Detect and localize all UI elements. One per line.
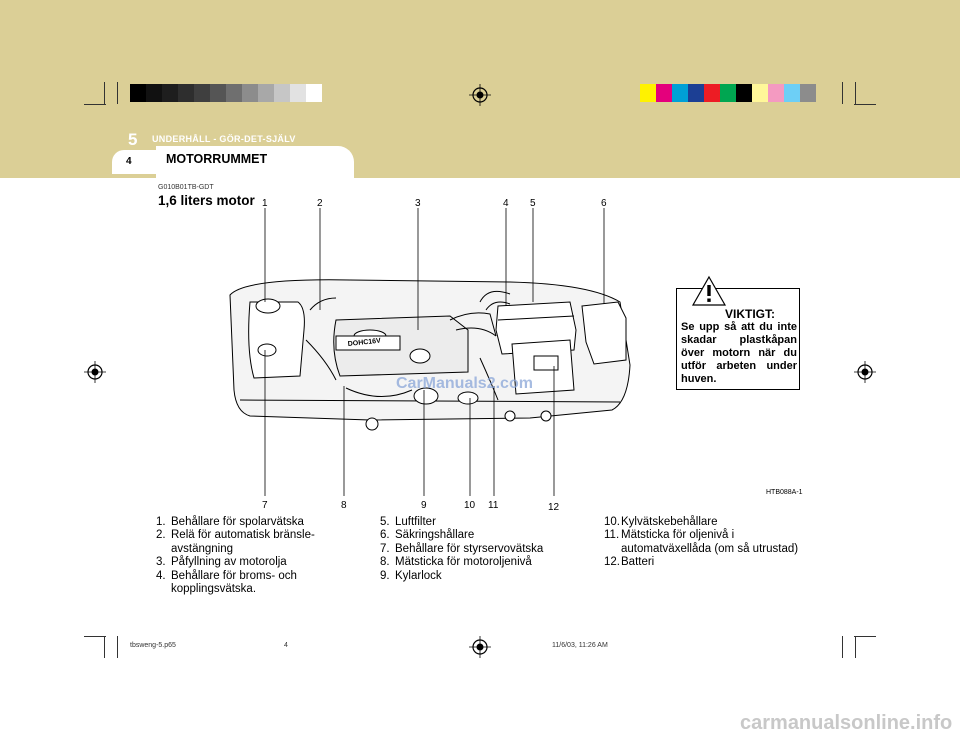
section-code: G010B01TB-GDT bbox=[158, 184, 214, 191]
callout-3: 3 bbox=[415, 198, 421, 209]
registration-mark-icon bbox=[84, 361, 106, 383]
callout-12: 12 bbox=[548, 502, 560, 513]
color-swatch bbox=[194, 84, 210, 102]
color-swatch bbox=[768, 84, 784, 102]
crop-mark bbox=[84, 636, 106, 637]
crop-mark bbox=[854, 636, 876, 637]
color-swatch bbox=[258, 84, 274, 102]
color-swatch bbox=[656, 84, 672, 102]
callout-10: 10 bbox=[464, 500, 476, 511]
chapter-title: UNDERHÅLL - GÖR-DET-SJÄLV bbox=[152, 134, 296, 144]
figure-code: HTB088A-1 bbox=[766, 489, 803, 496]
section-tab bbox=[156, 146, 354, 178]
parts-list-column-2: 5.Luftfilter 6.Säkringshållare 7.Behålla… bbox=[380, 516, 570, 583]
list-item: 10.Kylvätskebehållare bbox=[604, 516, 718, 528]
chapter-number: 5 bbox=[128, 130, 138, 149]
color-swatch bbox=[210, 84, 226, 102]
watermark: carmanualsonline.info bbox=[740, 712, 953, 734]
callout-7: 7 bbox=[262, 500, 268, 511]
page-tab bbox=[112, 150, 156, 174]
footer-date: 11/6/03, 11:26 AM bbox=[552, 642, 608, 649]
crop-mark bbox=[104, 82, 105, 104]
list-item: 12.Batteri bbox=[604, 556, 655, 569]
crop-mark bbox=[842, 82, 843, 104]
callout-8: 8 bbox=[341, 500, 347, 511]
warning-box: VIKTIGT: Se upp så att du inte skadar pl… bbox=[676, 275, 800, 390]
crop-mark bbox=[854, 104, 876, 105]
warning-title: VIKTIGT: bbox=[725, 307, 775, 321]
list-item: 2.Relä för automatisk bränsle-avstängnin… bbox=[156, 529, 315, 555]
parts-list-column-1: 1.Behållare för spolarvätska 2.Relä för … bbox=[156, 516, 361, 596]
color-swatch bbox=[672, 84, 688, 102]
watermark: CarManuals2.com bbox=[396, 375, 533, 392]
crop-mark bbox=[117, 82, 118, 104]
engine-cover-logo: DOHC16V bbox=[347, 338, 381, 348]
list-item: 3.Påfyllning av motorolja bbox=[156, 556, 287, 569]
color-swatch bbox=[784, 84, 800, 102]
callout-9: 9 bbox=[421, 500, 427, 511]
callout-5: 5 bbox=[530, 198, 536, 209]
engine-bay-illustration: DOHC16V 1 2 3 4 5 6 7 8 9 10 11 12 bbox=[229, 198, 631, 513]
color-calibration-bar bbox=[640, 84, 816, 102]
list-item: 8.Mätsticka för motoroljenivå bbox=[380, 556, 532, 569]
callout-4: 4 bbox=[503, 198, 509, 209]
page-number: 4 bbox=[126, 156, 132, 167]
crop-mark bbox=[855, 636, 856, 658]
color-swatch bbox=[162, 84, 178, 102]
registration-mark-icon bbox=[469, 84, 491, 106]
footer-filename: tbsweng-5.p65 bbox=[130, 642, 176, 649]
crop-mark bbox=[104, 636, 105, 658]
list-item: 4.Behållare för broms- och kopplingsväts… bbox=[156, 569, 297, 596]
registration-mark-icon bbox=[469, 636, 491, 658]
crop-mark bbox=[84, 104, 106, 105]
color-swatch bbox=[640, 84, 656, 102]
color-swatch bbox=[274, 84, 290, 102]
color-swatch bbox=[688, 84, 704, 102]
color-swatch bbox=[242, 84, 258, 102]
list-item: 7.Behållare för styrservovätska bbox=[380, 542, 544, 555]
footer-page: 4 bbox=[284, 642, 288, 649]
parts-list-column-3: 10.Kylvätskebehållare 11.Mätsticka för o… bbox=[604, 516, 804, 570]
color-swatch bbox=[704, 84, 720, 102]
color-swatch bbox=[226, 84, 242, 102]
callout-6: 6 bbox=[601, 198, 607, 209]
warning-triangle-icon bbox=[691, 275, 727, 306]
section-heading: 1,6 liters motor bbox=[158, 193, 255, 208]
callout-11: 11 bbox=[488, 500, 499, 511]
crop-mark bbox=[117, 636, 118, 658]
list-item: 1.Behållare för spolarvätska bbox=[156, 516, 304, 528]
color-swatch bbox=[290, 84, 306, 102]
list-item: 5.Luftfilter bbox=[380, 516, 436, 528]
color-swatch bbox=[178, 84, 194, 102]
list-item: 6.Säkringshållare bbox=[380, 529, 475, 542]
crop-mark bbox=[855, 82, 856, 104]
grayscale-calibration-bar bbox=[130, 84, 322, 102]
warning-text: Se upp så att du inte skadar plastkåpan … bbox=[681, 321, 797, 385]
color-swatch bbox=[752, 84, 768, 102]
crop-mark bbox=[842, 636, 843, 658]
color-swatch bbox=[146, 84, 162, 102]
list-item: 11.Mätsticka för oljenivå i automatväxel… bbox=[604, 529, 799, 555]
list-item: 9.Kylarlock bbox=[380, 569, 442, 582]
color-swatch bbox=[306, 84, 322, 102]
registration-mark-icon bbox=[854, 361, 876, 383]
color-swatch bbox=[130, 84, 146, 102]
color-swatch bbox=[720, 84, 736, 102]
section-title: MOTORRUMMET bbox=[166, 152, 268, 166]
callout-2: 2 bbox=[317, 198, 323, 209]
color-swatch bbox=[736, 84, 752, 102]
callout-1: 1 bbox=[262, 198, 268, 209]
color-swatch bbox=[800, 84, 816, 102]
